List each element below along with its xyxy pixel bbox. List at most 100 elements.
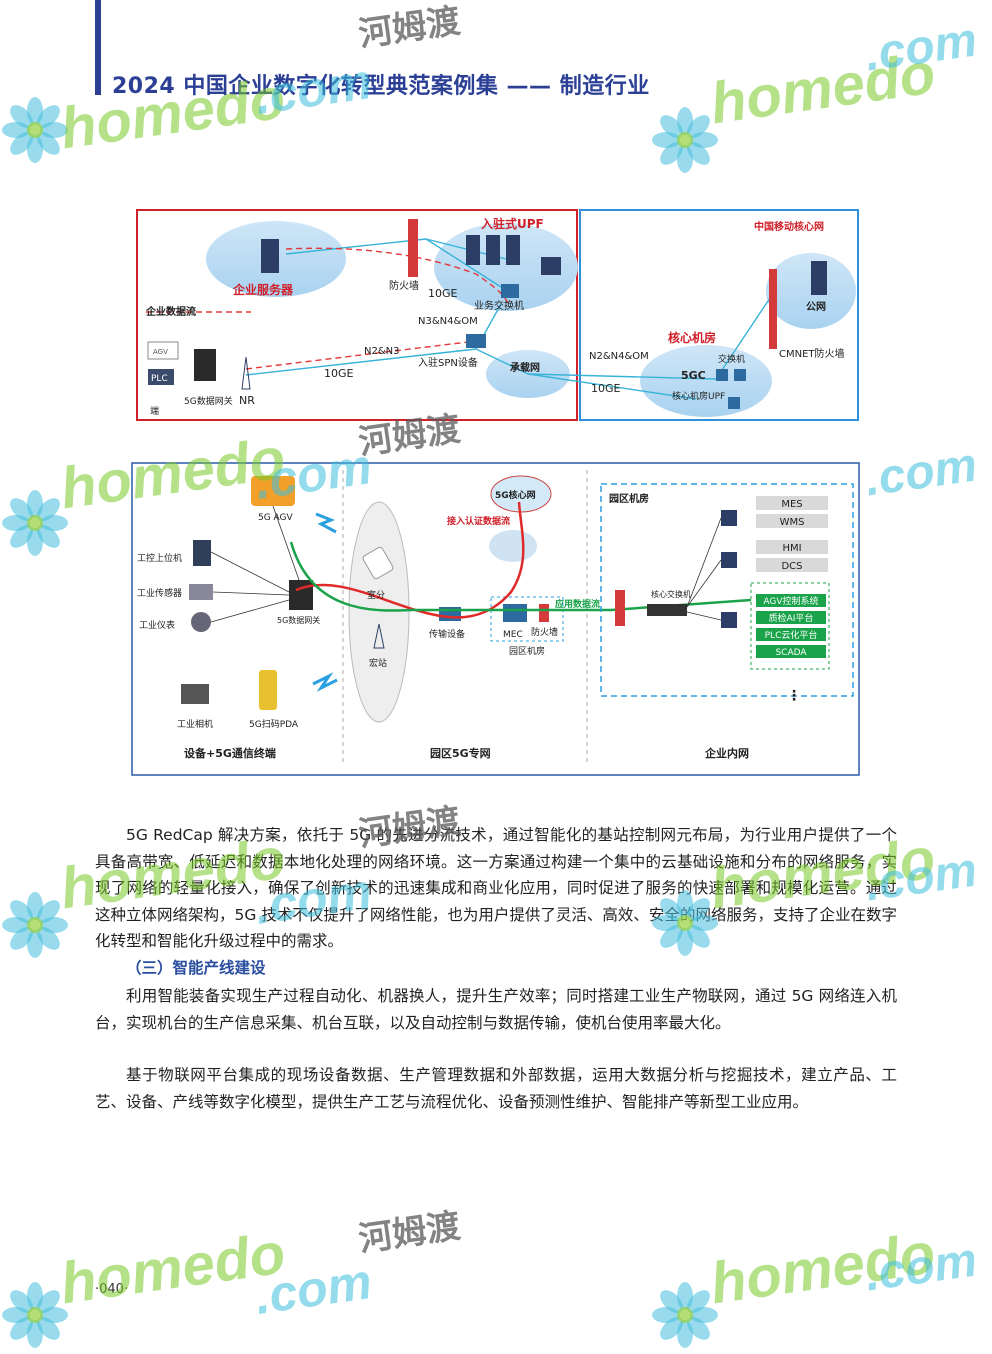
more-dots: ⋮	[787, 688, 801, 704]
n2n4om-label: N2&N4&OM	[589, 351, 649, 362]
nr-tower-icon	[241, 356, 251, 390]
system-box	[756, 496, 828, 510]
server-icon	[721, 612, 737, 628]
pc-icon	[193, 540, 211, 566]
agv-label: AGV	[153, 348, 168, 356]
green-system-box	[756, 594, 826, 607]
system-label: DCS	[781, 561, 802, 572]
firewall-icon	[615, 590, 625, 626]
green-system-box	[756, 611, 826, 624]
indoor-label: 室分	[367, 589, 385, 601]
watermark-com: .com	[251, 53, 376, 125]
server-icon	[721, 510, 737, 526]
public-label: 公网	[806, 301, 826, 313]
room-label: 园区机房	[509, 645, 545, 657]
app-flow-line	[289, 541, 752, 612]
system-box	[756, 540, 828, 554]
pda-icon	[259, 670, 277, 710]
column-title-5g: 园区5G专网	[430, 746, 491, 760]
upf-server-icon	[466, 235, 480, 265]
router-icon	[541, 257, 561, 275]
server-label: 企业服务器	[232, 282, 294, 297]
gateway-label: 5G数据网关	[184, 395, 233, 407]
fgc-label: 5GC	[681, 369, 706, 382]
server-icon	[261, 239, 279, 273]
public-server-icon	[811, 261, 827, 295]
auth-flow-line	[295, 501, 525, 619]
column-title-devices: 设备+5G通信终端	[184, 746, 276, 760]
park-room-frame	[600, 483, 854, 697]
system-label: WMS	[780, 517, 805, 528]
core-switch-icon	[647, 604, 687, 616]
pc-label: 工控上位机	[137, 552, 182, 564]
column-title-intranet: 企业内网	[704, 746, 749, 760]
upf-server-icon	[486, 235, 500, 265]
upf-server-icon	[506, 235, 520, 265]
bearer-label: 承载网	[510, 361, 540, 374]
mec-label: MEC	[503, 630, 523, 640]
firewall-icon	[408, 219, 418, 277]
watermark-cn: 河姆渡	[356, 1, 463, 55]
private-5g-network-diagram: 5G AGV 工控上位机 工业传感器 工业仪表 5G数据网关 工业相机 5G扫码…	[131, 462, 860, 776]
diagram-frame	[131, 462, 860, 776]
core-switch-label: 交换机	[718, 353, 745, 365]
core-switch-label: 核心交换机	[651, 589, 691, 599]
system-label: MES	[781, 499, 802, 510]
indoor-ap-icon	[362, 546, 394, 580]
auth-flow-label: 接入认证数据流	[447, 515, 510, 527]
green-system-label: SCADA	[775, 648, 807, 658]
dataflow-label: 企业数据流	[145, 305, 196, 318]
core-switch-icon	[734, 369, 746, 381]
switch-label: 业务交换机	[474, 299, 524, 312]
network-architecture-diagram: 入驻式UPF 企业服务器 防火墙 10GE 业务交换机 N3&N4&OM 企业数…	[136, 209, 860, 422]
firewall-label: 防火墙	[389, 279, 419, 292]
page-number: ·040·	[95, 1282, 129, 1297]
terminal-label: 端	[150, 405, 159, 417]
core-room-label: 核心机房	[668, 330, 716, 345]
system-label: HMI	[782, 543, 801, 554]
watermark-flower-icon	[650, 105, 720, 175]
upf-label: 入驻式UPF	[481, 216, 544, 231]
camera-icon	[181, 684, 209, 704]
core-room-cloud	[640, 345, 772, 417]
watermark-flower-icon	[0, 488, 70, 558]
server-icon	[721, 552, 737, 568]
radio-ellipse	[348, 501, 410, 723]
system-box	[756, 514, 828, 528]
ge-label: 10GE	[428, 287, 458, 300]
mec-icon	[503, 604, 527, 622]
sensor-label: 工业传感器	[137, 587, 182, 599]
pda-label: 5G扫码PDA	[249, 718, 299, 730]
ge-label: 10GE	[591, 382, 621, 395]
core-net-label: 5G核心网	[495, 489, 536, 501]
cmnet-label: CMNET防火墙	[779, 347, 845, 360]
transport-label: 传输设备	[429, 628, 465, 640]
ge-label: 10GE	[324, 367, 354, 380]
page-header-title: 2024 中国企业数字化转型典范案例集 —— 制造行业	[112, 74, 650, 99]
gateway-icon	[194, 349, 216, 381]
n2n3-label: N2&N3	[364, 346, 399, 357]
system-list: MES WMS HMI DCS	[756, 496, 828, 572]
paragraph-redcap: 5G RedCap 解决方案，依托于 5G 的先进分流技术，通过智能化的基站控制…	[95, 826, 897, 950]
system-box	[756, 558, 828, 572]
nr-label: NR	[239, 394, 255, 407]
watermark-com: .com	[861, 438, 981, 507]
signal-bolt-icon	[312, 672, 338, 692]
green-system-label: 质检AI平台	[769, 612, 814, 624]
watermark-flower-icon	[0, 95, 70, 165]
watermark-com: .com	[861, 13, 981, 82]
gateway-label: 5G数据网关	[277, 615, 320, 625]
switch-icon	[501, 284, 519, 298]
section-heading: （三）智能产线建设	[126, 959, 266, 977]
green-system-label: PLC云化平台	[765, 629, 818, 641]
paragraph-iot-platform: 基于物联网平台集成的现场设备数据、生产管理数据和外部数据，运用大数据分析与挖掘技…	[95, 1066, 897, 1111]
cmnet-firewall-icon	[769, 269, 777, 349]
green-system-box	[756, 628, 826, 641]
watermark-flower-icon	[650, 1280, 720, 1350]
fw-label: 防火墙	[531, 626, 558, 638]
room2-label: 园区机房	[609, 492, 649, 505]
spn-label: 入驻SPN设备	[418, 356, 478, 369]
n3n4om-label: N3&N4&OM	[418, 316, 478, 327]
watermark-flower-icon	[650, 888, 720, 958]
